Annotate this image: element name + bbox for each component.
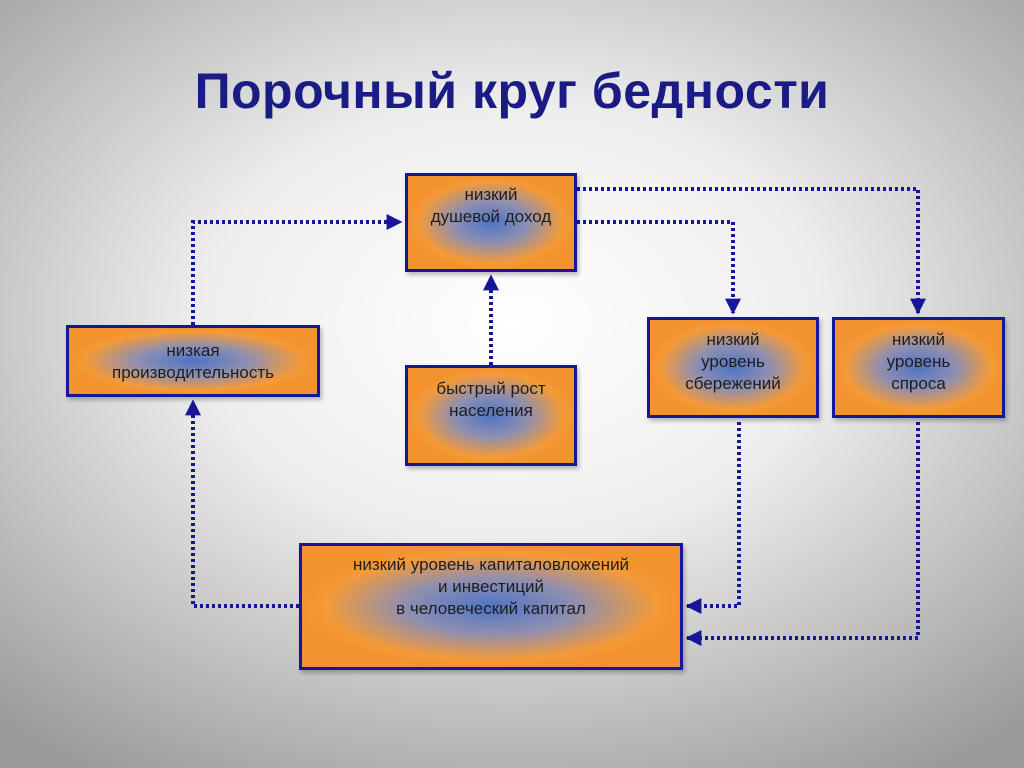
node-low-productivity: низкая производительность xyxy=(66,325,320,397)
node-low-investment: низкий уровень капиталовложений и инвест… xyxy=(299,543,683,670)
link-savings-to-investment xyxy=(685,422,741,614)
node-label: низкий уровень сбережений xyxy=(685,330,781,394)
node-label: низкая производительность xyxy=(112,341,274,383)
node-label: низкий уровень спроса xyxy=(886,330,951,394)
link-investment-to-productivity xyxy=(185,399,299,608)
slide-title: Порочный круг бедности xyxy=(194,63,830,119)
link-demand-to-investment xyxy=(685,422,920,646)
link-income-to-savings xyxy=(577,220,741,315)
node-label: быстрый рост населения xyxy=(436,379,546,421)
link-income-to-demand xyxy=(577,187,926,315)
node-low-demand: низкий уровень спроса xyxy=(832,317,1005,418)
link-productivity-to-income xyxy=(191,214,403,325)
node-label: низкий уровень капиталовложений и инвест… xyxy=(352,555,630,619)
node-rapid-population-growth: быстрый рост населения xyxy=(405,365,577,466)
node-low-savings: низкий уровень сбережений xyxy=(647,317,819,418)
node-low-per-capita-income: низкий душевой доход xyxy=(405,173,577,272)
node-label: низкий душевой доход xyxy=(430,185,552,227)
